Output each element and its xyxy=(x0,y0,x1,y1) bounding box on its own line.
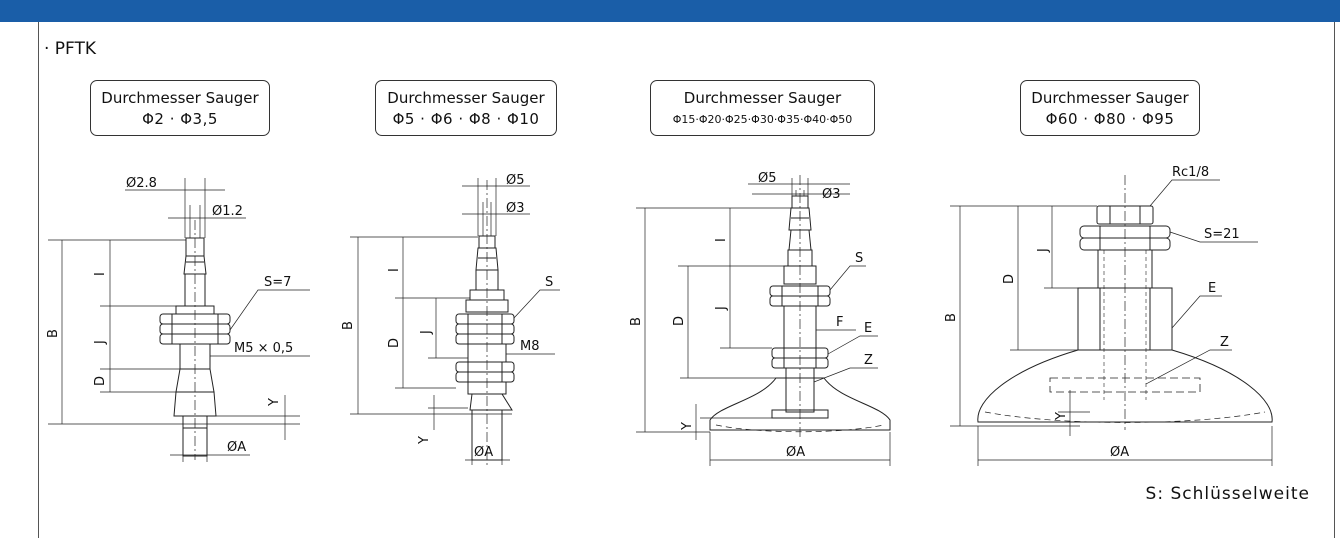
drawing-frame xyxy=(38,22,1335,538)
size-box-diameters: Φ5 · Φ6 · Φ8 · Φ10 xyxy=(392,110,540,128)
dim-label: I xyxy=(387,268,402,272)
dim-label: Ø2.8 xyxy=(126,176,157,191)
dim-label: Y xyxy=(267,398,282,407)
dim-label: Z xyxy=(864,353,873,368)
dim-label: D xyxy=(387,338,402,348)
dim-label: J xyxy=(93,340,108,345)
dim-label: Y xyxy=(680,422,695,431)
size-box-3: Durchmesser Sauger Φ15·Φ20·Φ25·Φ30·Φ35·Φ… xyxy=(650,80,875,136)
size-box-2: Durchmesser Sauger Φ5 · Φ6 · Φ8 · Φ10 xyxy=(375,80,557,136)
dim-label: Y xyxy=(1054,412,1069,421)
dim-label: J xyxy=(1036,248,1051,253)
dim-label: J xyxy=(419,330,434,335)
dim-label: B xyxy=(944,313,959,322)
dim-label: ØA xyxy=(227,440,246,455)
dim-label: Ø3 xyxy=(506,201,525,216)
size-box-1: Durchmesser Sauger Φ2 · Φ3,5 xyxy=(90,80,270,136)
drawing-1: Ø2.8 Ø1.2 S=7 M5 × 0,5 ØA I J D B Y xyxy=(46,176,310,462)
dim-label: S xyxy=(545,275,553,290)
dim-label: Z xyxy=(1220,335,1229,350)
dim-label: B xyxy=(629,317,644,326)
dim-label: B xyxy=(46,329,61,338)
drawing-4: Rc1/8 S=21 E Z ØA J D B Y xyxy=(944,165,1273,466)
dim-label: E xyxy=(864,321,872,336)
dim-label: ØA xyxy=(474,445,493,460)
size-box-label: Durchmesser Sauger xyxy=(1031,89,1189,107)
footnote-key: S: Schlüsselweite xyxy=(1145,484,1310,504)
dim-label: S xyxy=(855,251,863,266)
dim-label: M5 × 0,5 xyxy=(234,341,293,356)
dim-label: I xyxy=(714,238,729,242)
size-box-diameters: Φ15·Φ20·Φ25·Φ30·Φ35·Φ40·Φ50 xyxy=(672,113,853,126)
dim-label: Ø1.2 xyxy=(212,204,243,219)
header-bar xyxy=(0,0,1340,22)
size-box-diameters: Φ60 · Φ80 · Φ95 xyxy=(1045,110,1175,128)
dim-label: I xyxy=(93,272,108,276)
dim-label: F xyxy=(836,315,843,330)
size-box-label: Durchmesser Sauger xyxy=(101,89,259,107)
drawing-2: Ø5 Ø3 S M8 ØA I J D B Y xyxy=(341,173,560,465)
dim-label: Ø5 xyxy=(758,171,777,186)
dim-label: D xyxy=(93,376,108,386)
dim-label: Rc1/8 xyxy=(1172,165,1209,180)
dim-label: S=7 xyxy=(264,275,291,290)
section-title: · PFTK xyxy=(44,39,97,59)
dim-label: D xyxy=(1002,274,1017,284)
dim-label: S=21 xyxy=(1204,227,1240,242)
drawing-3: Ø5 Ø3 S F E Z ØA I J D B Y xyxy=(629,171,891,466)
dim-label: Y xyxy=(417,436,432,445)
dim-label: J xyxy=(714,306,729,311)
dim-label: Ø5 xyxy=(506,173,525,188)
size-box-label: Durchmesser Sauger xyxy=(683,89,842,107)
dim-label: ØA xyxy=(1110,445,1129,460)
size-box-4: Durchmesser Sauger Φ60 · Φ80 · Φ95 xyxy=(1020,80,1200,136)
dim-label: ØA xyxy=(786,445,805,460)
dim-label: M8 xyxy=(520,339,540,354)
dim-label: D xyxy=(672,316,687,326)
dim-label: Ø3 xyxy=(822,187,841,202)
dim-label: B xyxy=(341,321,356,330)
dim-label: E xyxy=(1208,281,1216,296)
size-box-diameters: Φ2 · Φ3,5 xyxy=(142,110,218,128)
size-box-label: Durchmesser Sauger xyxy=(387,89,545,107)
